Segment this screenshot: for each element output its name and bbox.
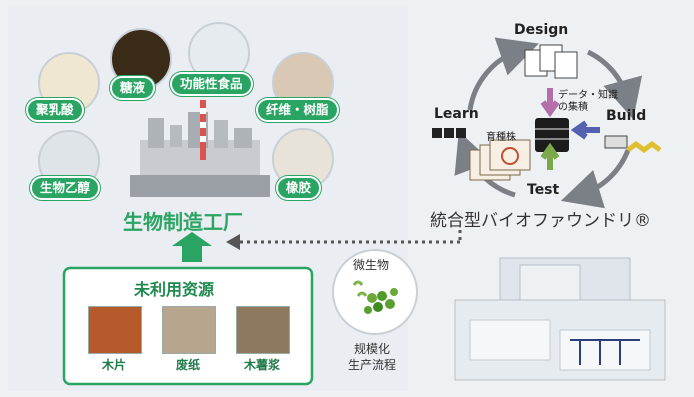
process-line-1: 规模化: [354, 342, 391, 356]
foundry-cycle: [432, 37, 662, 209]
up-arrow: [172, 232, 212, 262]
microbe-dots: [352, 280, 398, 314]
microbe-label: 微生物: [353, 258, 390, 272]
wood-chips-image: [88, 306, 142, 354]
biofactory-title: 生物制造工厂: [123, 210, 243, 234]
product-label-bioethanol: 生物乙醇: [30, 176, 101, 200]
cycle-build: Build: [606, 108, 647, 124]
resource-label-paper: 废纸: [175, 358, 200, 372]
product-label-pla: 聚乳酸: [26, 98, 84, 122]
cycle-learn: Learn: [434, 106, 479, 122]
cassava-pulp-image: [236, 306, 290, 354]
building-illustration: [454, 257, 666, 381]
process-line-2: 生产流程: [348, 358, 397, 372]
resource-label-cassava: 木薯浆: [243, 358, 280, 372]
foundry-title: 統合型バイオファウンドリ®: [430, 211, 651, 231]
cultivated-strain-label: 育種株: [486, 132, 516, 143]
resources-title: 未利用资源: [134, 280, 215, 299]
microbe-circle: [332, 249, 418, 335]
dotted-arrow-head: [226, 234, 240, 250]
data-knowledge-label: データ・知識 の集積: [558, 90, 618, 113]
cycle-design: Design: [514, 22, 569, 38]
product-label-fiber-resin: 纤维・树脂: [256, 98, 339, 122]
factory-illustration: [130, 100, 270, 197]
waste-paper-image: [162, 306, 216, 354]
product-label-sugar: 糖液: [110, 76, 156, 100]
product-label-functional-food: 功能性食品: [170, 72, 253, 96]
cycle-test: Test: [527, 182, 560, 198]
resource-label-wood: 木片: [101, 358, 126, 372]
product-label-rubber: 橡胶: [276, 176, 322, 200]
